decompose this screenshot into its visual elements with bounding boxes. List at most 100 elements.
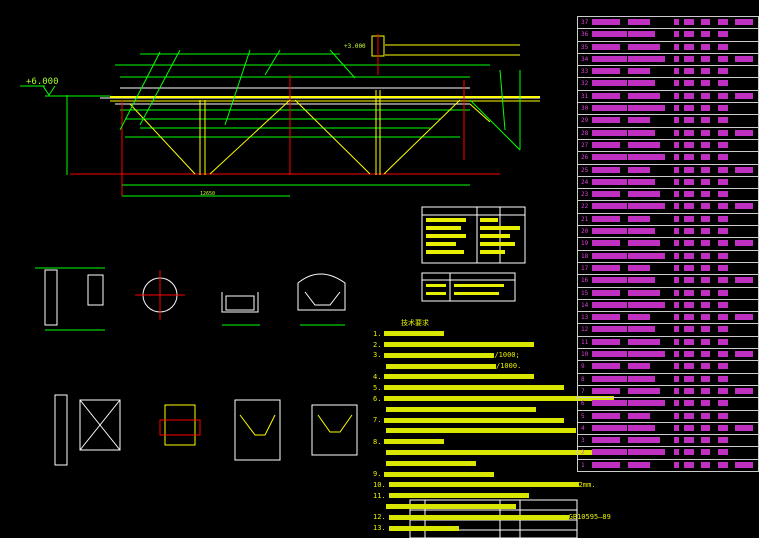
part-cell <box>701 277 710 284</box>
part-cell <box>701 178 710 185</box>
part-cell <box>592 203 627 210</box>
part-number: 18 <box>581 252 589 260</box>
part-cell <box>684 437 694 444</box>
part-cell <box>628 68 650 75</box>
part-cell <box>628 375 655 382</box>
note-text <box>384 352 495 358</box>
part-cell <box>592 105 627 112</box>
part-number: 20 <box>581 228 589 236</box>
note-text <box>386 363 496 369</box>
note-tail: 2mm. <box>578 480 596 489</box>
part-cell <box>735 92 753 99</box>
part-number: 33 <box>581 68 589 76</box>
part-cell <box>718 31 728 38</box>
parts-table-row: 30 <box>578 103 758 116</box>
parts-table-row: 3 <box>578 435 758 448</box>
parts-table-row: 27 <box>578 140 758 153</box>
part-cell <box>718 80 728 87</box>
parts-table-row: 21 <box>578 214 758 227</box>
part-cell <box>674 43 679 50</box>
note-text <box>384 417 565 423</box>
part-cell <box>684 31 694 38</box>
part-number: 36 <box>581 31 589 39</box>
part-cell <box>592 375 627 382</box>
part-cell <box>735 461 753 468</box>
part-cell <box>628 400 665 407</box>
part-cell <box>701 301 710 308</box>
part-cell <box>592 326 627 333</box>
part-cell <box>735 166 753 173</box>
part-cell <box>628 19 650 25</box>
part-cell <box>628 129 655 136</box>
part-number: 30 <box>581 105 589 113</box>
part-cell <box>684 55 694 62</box>
part-cell <box>718 92 728 99</box>
part-cell <box>701 154 710 161</box>
part-cell <box>718 68 728 75</box>
part-cell <box>628 301 665 308</box>
part-cell <box>628 141 660 148</box>
part-cell <box>701 215 710 222</box>
part-cell <box>718 166 728 173</box>
part-number: 17 <box>581 264 589 272</box>
part-number: 34 <box>581 55 589 63</box>
elevation-marker-icon <box>42 85 56 96</box>
note-line <box>373 502 633 513</box>
note-line: 1. <box>373 329 633 340</box>
part-cell <box>718 117 728 124</box>
part-number: 14 <box>581 301 589 309</box>
part-cell <box>718 351 728 358</box>
note-tail: GB10595—89 <box>568 513 611 522</box>
part-cell <box>592 80 627 87</box>
part-cell <box>674 92 679 99</box>
part-cell <box>684 301 694 308</box>
part-cell <box>592 117 620 124</box>
part-cell <box>592 141 620 148</box>
part-cell <box>701 31 710 38</box>
part-cell <box>718 228 728 235</box>
part-cell <box>592 68 620 75</box>
part-cell <box>718 301 728 308</box>
part-cell <box>684 264 694 271</box>
part-cell <box>718 240 728 247</box>
part-cell <box>674 461 679 468</box>
part-number: 9 <box>581 363 585 371</box>
part-cell <box>628 55 665 62</box>
part-cell <box>674 141 679 148</box>
part-cell <box>701 338 710 345</box>
note-line: /1000. <box>373 361 633 372</box>
part-cell <box>628 80 655 87</box>
part-cell <box>718 277 728 284</box>
part-cell <box>628 363 650 370</box>
note-number: 1. <box>373 329 382 338</box>
parts-table-row: 1 <box>578 460 758 472</box>
part-cell <box>674 178 679 185</box>
note-line <box>373 448 633 459</box>
part-cell <box>628 387 660 394</box>
note-text <box>384 385 565 391</box>
part-cell <box>674 264 679 271</box>
part-cell <box>628 461 650 468</box>
part-cell <box>674 252 679 259</box>
part-cell <box>628 228 655 235</box>
note-text <box>388 482 579 488</box>
part-number: 10 <box>581 351 589 359</box>
part-cell <box>592 277 627 284</box>
part-cell <box>735 55 753 62</box>
part-cell <box>592 338 620 345</box>
note-number: 3. <box>373 351 382 360</box>
part-cell <box>592 191 620 198</box>
part-cell <box>628 252 665 259</box>
part-cell <box>701 129 710 136</box>
part-cell <box>684 92 694 99</box>
spec-table <box>421 206 526 302</box>
spec-table-text <box>426 218 520 295</box>
parts-table-row: 18 <box>578 251 758 263</box>
note-text <box>384 396 615 402</box>
note-text <box>388 493 529 499</box>
part-cell <box>674 19 679 25</box>
parts-table-row: 14 <box>578 300 758 313</box>
part-cell <box>701 55 710 62</box>
